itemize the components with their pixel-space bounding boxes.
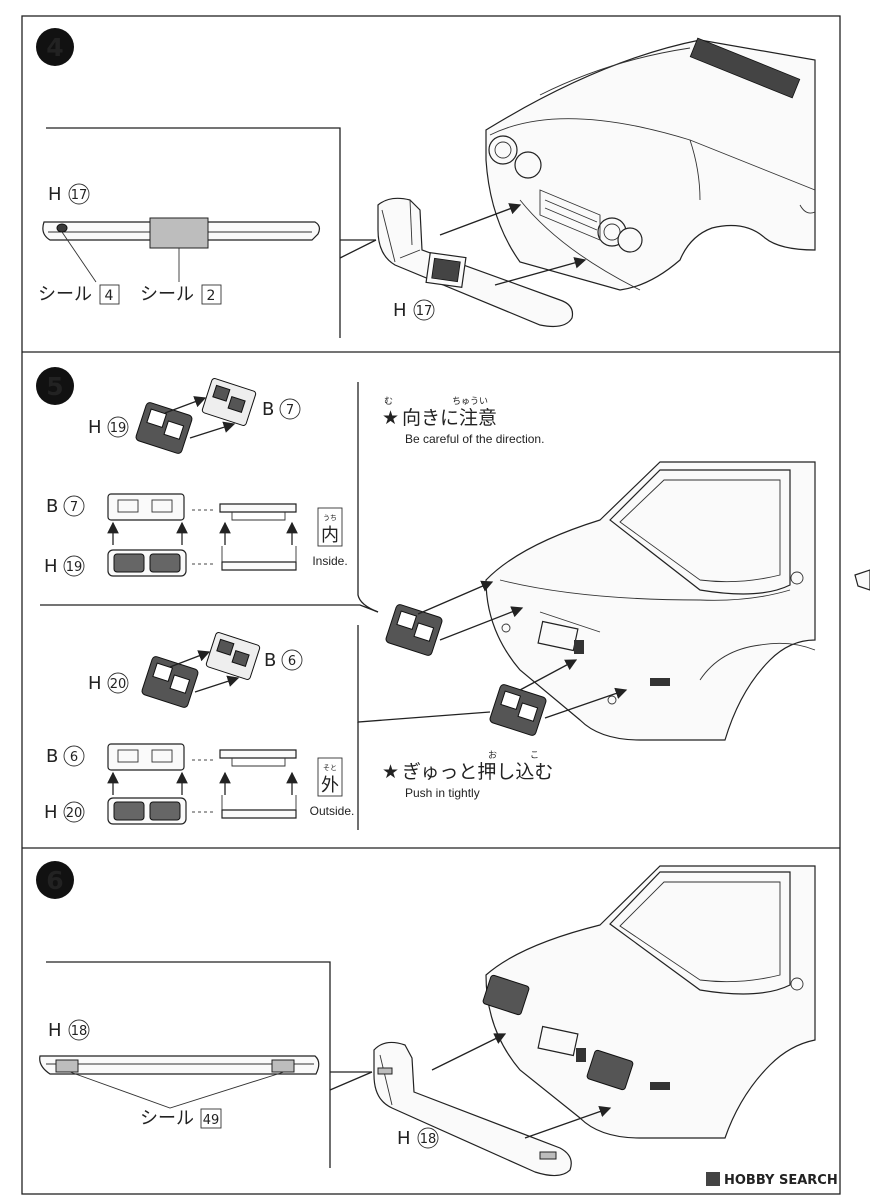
lens-number: 19 — [66, 560, 83, 575]
next-page-hint — [854, 569, 870, 591]
housing-number: 6 — [288, 654, 296, 669]
tail-lens-h20 — [141, 656, 199, 708]
note-en: Push in tightly — [405, 786, 480, 800]
callout-part-number: 17 — [416, 304, 433, 319]
part-number-circle — [417, 1127, 439, 1149]
part-number-circle — [107, 672, 129, 694]
side-en: Inside. — [312, 554, 347, 568]
rear-bumper-perspective — [373, 1041, 572, 1177]
part-label: H — [48, 184, 62, 205]
inset-border — [46, 127, 376, 338]
note-ruby: ちゅうい — [452, 396, 488, 407]
plate-decal-spot — [149, 217, 209, 249]
housing-number: 7 — [70, 500, 78, 515]
decal-spot-4 — [56, 223, 68, 233]
step-5: 5 H 19 B 7 B 7 H — [36, 367, 870, 830]
decal-number-box — [99, 284, 120, 305]
side-kanji: 内 — [321, 525, 339, 546]
step-4: 4 H 17 シール 4 シール 2 — [36, 28, 816, 338]
tail-lens-h19 — [135, 402, 193, 454]
part-label: H — [48, 1020, 62, 1041]
reflector-decal-spot — [271, 1059, 295, 1073]
part-number-circle — [63, 801, 85, 823]
note-jp: ぎゅっと押し込む — [402, 761, 553, 783]
side-indicator-box — [317, 757, 343, 797]
lens-label: H — [88, 673, 102, 694]
step-number: 4 — [46, 33, 63, 62]
part-number: 17 — [71, 188, 88, 203]
part-number-circle — [68, 1019, 90, 1041]
housing-label: B — [46, 496, 58, 517]
callout-part-label: H — [397, 1128, 411, 1149]
step-number: 6 — [46, 866, 63, 895]
part-number-circle — [63, 555, 85, 577]
part-number-circle — [413, 299, 435, 321]
note-ruby: む — [384, 396, 393, 407]
watermark-logo-icon — [706, 1172, 720, 1186]
step-number-badge — [36, 367, 74, 405]
note-star: ★ — [382, 761, 399, 783]
callout-part-label: H — [393, 300, 407, 321]
decal-number: 2 — [207, 288, 216, 304]
part-number-circle — [279, 398, 301, 420]
part-number-circle — [281, 649, 303, 671]
car-rear-illustration — [485, 461, 816, 741]
step-6: 6 H 18 シール 49 — [36, 861, 816, 1177]
lens-label: H — [44, 556, 58, 577]
note-jp: 向きに注意 — [402, 407, 497, 429]
taillight-lower-perspective — [489, 684, 547, 736]
housing-label: B — [46, 746, 58, 767]
side-indicator-box — [317, 507, 343, 547]
step-number-badge — [36, 28, 74, 66]
decal-label: シール — [140, 1108, 194, 1129]
side-ruby: そと — [323, 764, 337, 772]
side-ruby: うち — [323, 514, 337, 522]
part-number-circle — [68, 183, 90, 205]
lens-label: H — [88, 417, 102, 438]
car-front-illustration — [485, 37, 816, 291]
page-frame — [21, 15, 841, 1195]
taillight-upper-perspective — [385, 604, 443, 656]
inset-border — [46, 961, 372, 1168]
lens-number: 20 — [110, 677, 127, 692]
car-rear-illustration — [482, 865, 816, 1139]
rear-bumper-part — [39, 1055, 320, 1075]
decal-number-box — [201, 284, 222, 305]
step-number-badge — [36, 861, 74, 899]
note-ruby: お — [488, 750, 497, 761]
housing-label: B — [264, 650, 276, 671]
step-number: 5 — [46, 372, 63, 401]
lens-label: H — [44, 802, 58, 823]
decal-number-box — [200, 1108, 222, 1129]
note-ruby: こ — [530, 751, 539, 761]
watermark-text: HOBBY SEARCH — [724, 1173, 838, 1188]
lens-housing-b6 — [205, 632, 261, 680]
housing-label: B — [262, 399, 274, 420]
lens-number: 19 — [110, 421, 127, 436]
side-kanji: 外 — [321, 775, 339, 796]
part-number-circle — [63, 495, 85, 517]
lens-housing-b7 — [201, 378, 257, 426]
callout-part-number: 18 — [420, 1132, 437, 1147]
part-number-circle — [107, 416, 129, 438]
note-star: ★ — [382, 407, 399, 429]
watermark: HOBBY SEARCH — [706, 1172, 838, 1188]
part-number: 18 — [71, 1024, 88, 1039]
lens-number: 20 — [66, 806, 83, 821]
decal-number: 4 — [105, 288, 114, 304]
housing-number: 7 — [286, 403, 294, 418]
decal-label: シール — [38, 284, 92, 305]
part-number-circle — [63, 745, 85, 767]
side-en: Outside. — [310, 804, 355, 818]
housing-number: 6 — [70, 750, 78, 765]
front-bumper-perspective — [377, 197, 587, 328]
note-en: Be careful of the direction. — [405, 432, 544, 446]
decal-number: 49 — [203, 1113, 220, 1128]
reflector-decal-spot — [55, 1059, 79, 1073]
decal-label: シール — [140, 284, 194, 305]
